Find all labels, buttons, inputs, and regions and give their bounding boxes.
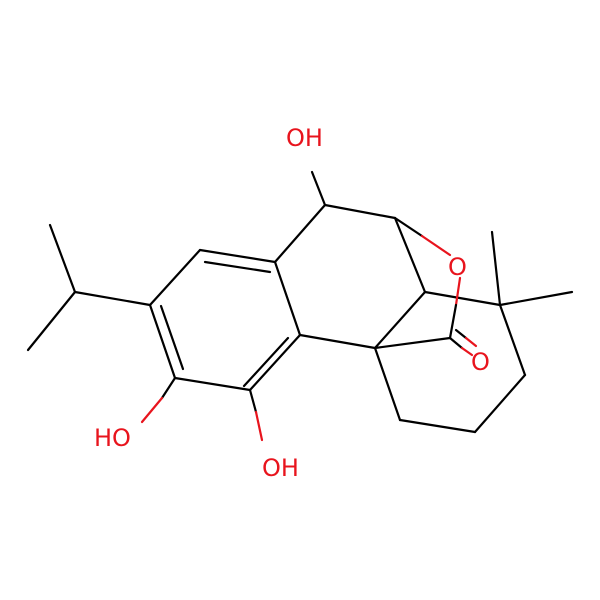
bond xyxy=(398,418,477,434)
bond xyxy=(373,346,402,422)
bond xyxy=(26,290,77,352)
bond xyxy=(473,373,527,434)
bond xyxy=(198,248,277,264)
atom-label-oh-bottom: OH xyxy=(262,454,299,482)
bond xyxy=(464,336,478,348)
bond xyxy=(498,303,527,377)
bond xyxy=(393,216,424,238)
atom-label-o-carbonyl: O xyxy=(471,348,490,376)
bond xyxy=(454,276,462,307)
bond xyxy=(393,216,427,294)
bond xyxy=(48,223,77,294)
bond xyxy=(310,170,327,207)
atom-label-oh-left: HO xyxy=(94,424,131,452)
bond xyxy=(273,260,302,337)
bond xyxy=(373,290,427,350)
bond xyxy=(423,290,502,307)
bond xyxy=(73,290,152,307)
heteroatom-bonds xyxy=(140,170,478,442)
bond xyxy=(498,290,574,307)
bond xyxy=(148,303,177,380)
bond xyxy=(140,396,164,424)
bond xyxy=(248,333,302,392)
bond xyxy=(273,203,327,264)
bond xyxy=(460,346,474,357)
bond xyxy=(373,336,452,350)
bond xyxy=(323,203,397,220)
bond xyxy=(448,336,464,350)
atom-label-oh-top: OH xyxy=(286,124,323,152)
bond xyxy=(173,376,252,392)
atom-label-o-ring: O xyxy=(448,253,467,281)
bond xyxy=(254,410,264,442)
atom-labels: OH HO OH O O xyxy=(94,124,490,482)
bond xyxy=(454,328,468,340)
bond xyxy=(242,336,290,388)
bond xyxy=(298,333,377,350)
carbon-skeleton-bonds xyxy=(26,203,574,434)
bond xyxy=(160,376,177,400)
bond xyxy=(448,303,458,340)
bond xyxy=(148,248,202,307)
bond xyxy=(420,234,452,257)
bond xyxy=(159,304,185,371)
bond xyxy=(248,388,258,414)
bond xyxy=(490,230,502,307)
bond xyxy=(203,260,272,274)
